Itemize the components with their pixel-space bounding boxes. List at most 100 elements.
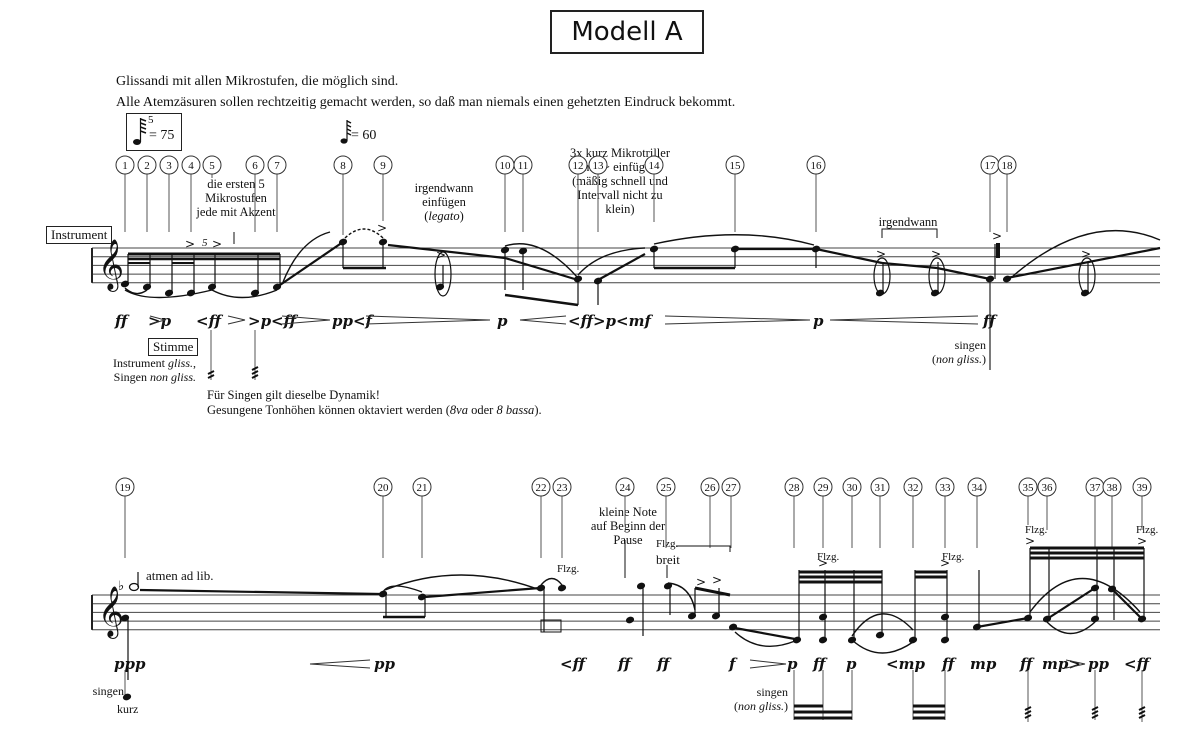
hairpin [829,319,979,325]
accent-icon: > [1137,534,1147,548]
dynamic: ff [1020,655,1033,673]
nongliss-italic: non gliss. [935,352,982,366]
glissando-line [815,247,883,265]
rehearsal-marker-label: 15 [730,160,742,172]
dynamic: <ff [560,655,585,673]
grace-note-loop [928,257,946,295]
nongliss-text-2: (non gliss.) [733,699,788,713]
rehearsal-marker [903,477,923,497]
slur [504,243,579,279]
rehearsal-marker-label: 14 [649,160,661,172]
rehearsal-marker-label: 31 [875,482,886,494]
rehearsal-marker-label: 13 [593,160,605,172]
tremolo-icon [1138,710,1146,715]
stimme-desc-comma: , [193,356,196,370]
flat-icon: ♭ [118,579,124,594]
notehead [625,616,635,624]
glissando-line [279,241,344,286]
slur [1046,621,1096,635]
rehearsal-marker [1037,477,1057,497]
glissando-line [881,261,938,270]
bracket [881,228,938,238]
legato-italic: legato [428,209,460,223]
slur [124,289,213,299]
hairpin [281,319,331,325]
notehead [875,631,885,639]
notehead [711,612,721,620]
rehearsal-marker [967,477,987,497]
dynamic: p [787,655,798,673]
rehearsal-marker [588,155,608,175]
rehearsal-marker-label: 21 [417,482,428,494]
notehead [940,636,950,644]
singen-text-2: singen [756,685,788,699]
glissando-line [504,256,579,282]
slur [1029,577,1141,613]
hairpin [829,315,979,321]
tremolo-icon [207,370,215,375]
rehearsal-marker-label: 32 [908,482,919,494]
glissando-line [597,253,646,281]
slur [851,639,914,654]
annotation-singen-kurz-b: kurz [117,702,139,716]
rehearsal-marker-label: 11 [518,160,529,172]
notehead [164,289,174,297]
flzg-25: Flzg. [656,538,679,550]
glissando-line [1006,246,1161,280]
dynamic: mp> [1042,655,1081,673]
rehearsal-marker-label: 25 [661,482,673,494]
tremolo-icon [1091,710,1099,715]
notehead [818,636,828,644]
glissando-line [139,588,381,596]
tempo-60: = 60 [337,118,397,146]
rehearsal-marker [115,477,135,497]
rehearsal-marker-label: 37 [1090,482,1102,494]
legato-text: (legato) [424,209,464,223]
dynamic: ff [618,655,631,673]
rehearsal-marker-label: 33 [940,482,952,494]
notehead [120,280,130,288]
hairpin [149,319,166,325]
rehearsal-marker [700,477,720,497]
note-32nd-icon [340,120,352,144]
glissando-line [424,586,541,599]
hairpin [1065,663,1086,669]
rehearsal-marker-label: 7 [274,160,280,172]
accent-icon: > [436,248,446,262]
octave-note: Gesungene Tonhöhen können oktaviert werd… [207,403,542,418]
rehearsal-marker [725,155,745,175]
tempo-box: 5 = 75 [126,113,182,151]
notehead [142,283,152,291]
rehearsal-marker [513,155,533,175]
notehead [985,275,995,283]
rehearsal-marker [721,477,741,497]
rehearsal-marker-label: 5 [209,160,215,172]
hairpin [365,319,491,325]
annotation-irgendwann-legato: irgendwann einfügen (legato) [404,181,484,223]
dynamic: pp [1088,655,1109,673]
octave-text-2: oder [467,403,497,417]
stimme-desc-text: Instrument [112,356,168,370]
notehead [272,283,282,291]
tempo-tuplet: 5 [148,114,154,126]
rehearsal-marker [412,477,432,497]
accent-icon: > [1081,247,1091,261]
annotation-singen-nongliss-2: singen (non gliss.) [712,685,788,713]
glissando-line [1111,588,1143,620]
nongliss-italic-2: non gliss. [737,699,784,713]
bracket [676,545,731,552]
tempo-value-60: = 60 [351,128,377,143]
dynamics-note: Für Singen gilt dieselbe Dynamik! [207,388,380,402]
tremolo-icon [251,370,259,375]
hairpin [519,315,567,321]
tremolo-icon [1024,710,1032,715]
notehead [940,613,950,621]
notehead [875,289,885,297]
slur [211,289,278,299]
dynamic: ff [942,655,955,673]
stimme-desc-gliss: gliss. [167,356,193,370]
grace-note-loop [434,251,452,297]
accent-icon: > [940,556,950,570]
instruction-line-1: Glissandi mit allen Mikrostufen, die mög… [116,74,399,89]
